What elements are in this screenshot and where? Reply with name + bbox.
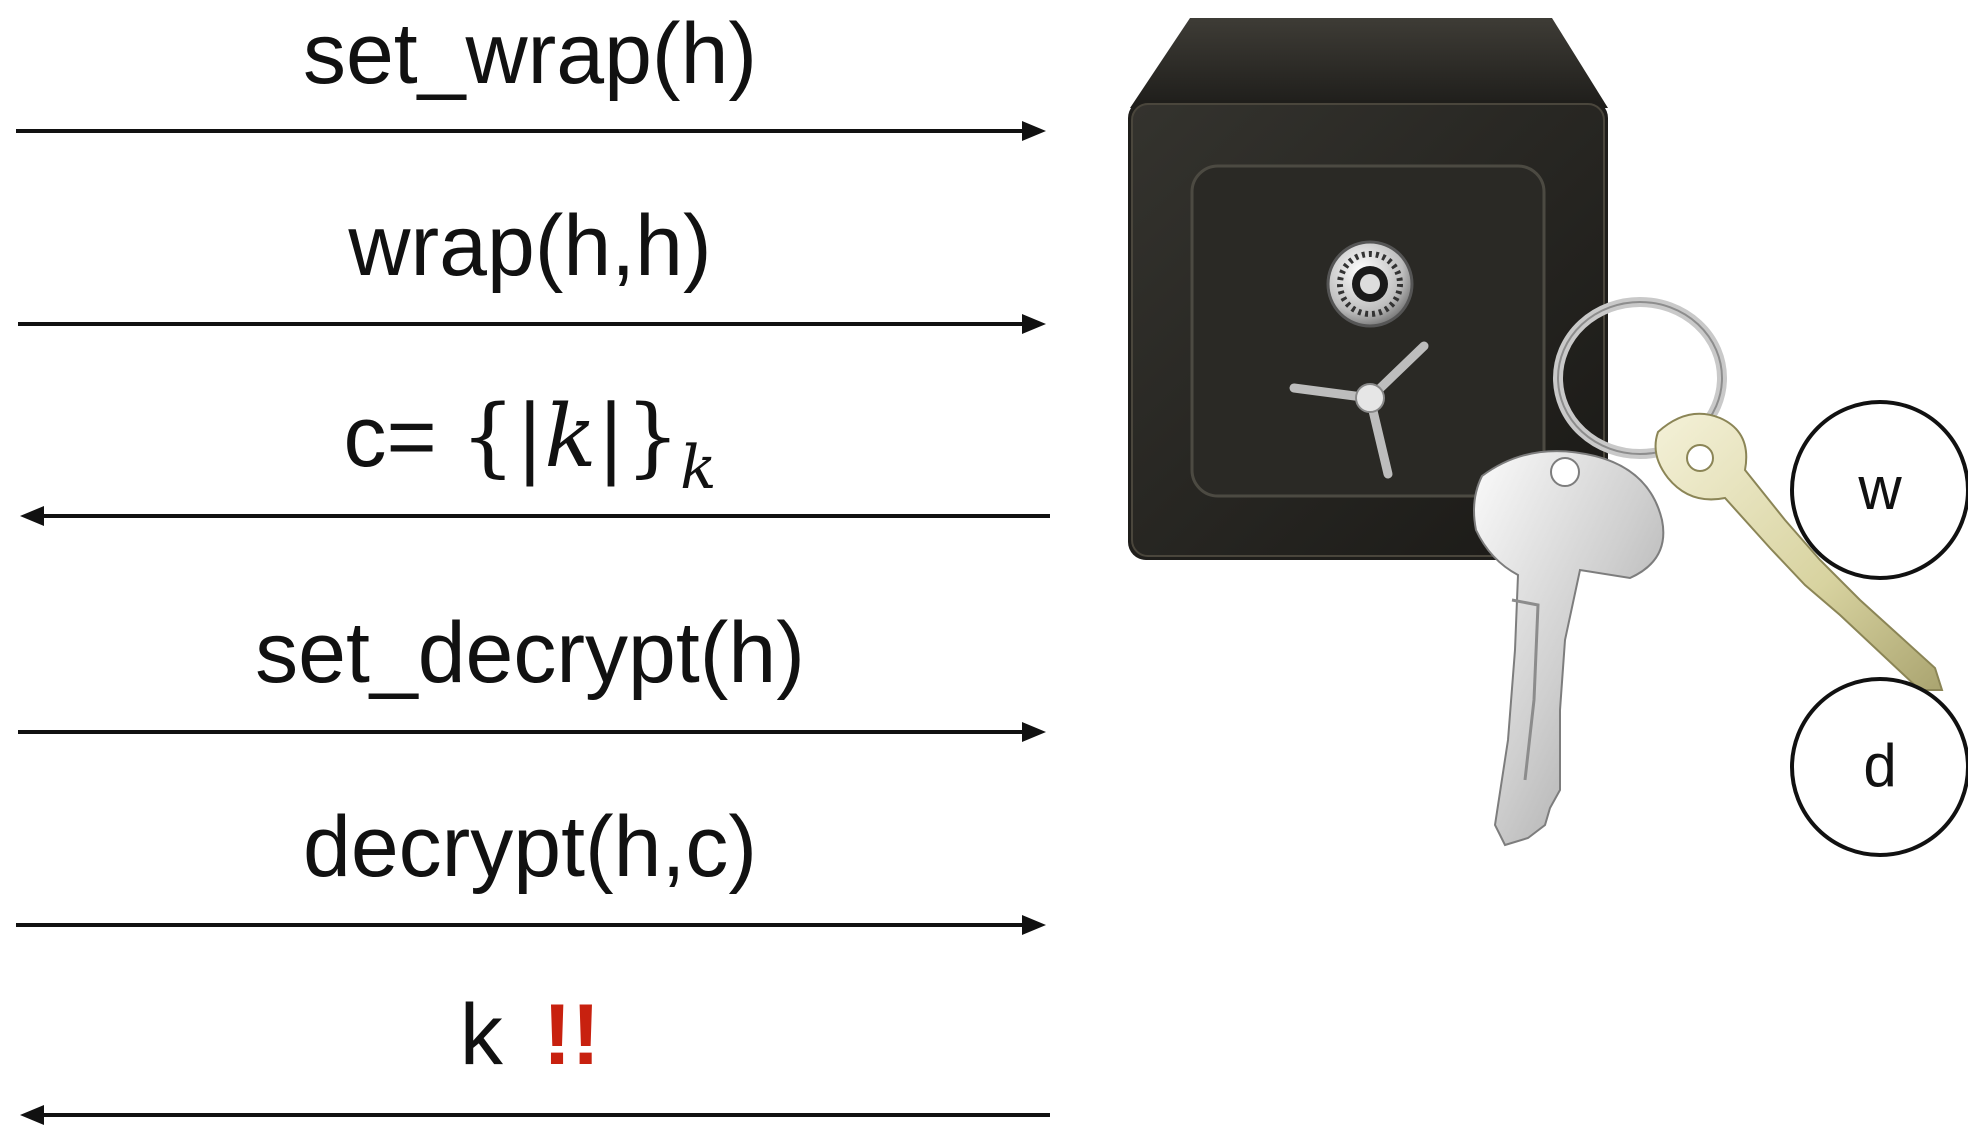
- safe-icon: [1128, 18, 1608, 560]
- attribute-circle-w: [1790, 400, 1968, 580]
- arrow-decrypt: [16, 915, 1046, 935]
- arrow-set-wrap: [16, 121, 1046, 141]
- alert-marks: !!: [542, 987, 601, 1083]
- arrow-key-return: [20, 1105, 1050, 1125]
- arrow-wrap: [18, 314, 1046, 334]
- ciphertext-formula: {|k|}k: [460, 387, 717, 503]
- attribute-d-label: d: [1863, 732, 1897, 799]
- arrow-ciphertext-return: [20, 506, 1050, 526]
- arrow-set-decrypt: [18, 722, 1046, 742]
- message-key-leak: k!!: [0, 985, 1060, 1085]
- ciphertext-prefix: c=: [343, 389, 437, 485]
- leaked-key-label: k: [459, 987, 503, 1083]
- message-set-decrypt: set_decrypt(h): [255, 605, 805, 701]
- attribute-w-label: w: [1858, 455, 1902, 522]
- message-set-wrap: set_wrap(h): [302, 6, 758, 102]
- keyring-icon: [1473, 297, 1944, 847]
- message-ciphertext: c= {|k|}k: [0, 387, 1060, 518]
- message-decrypt: decrypt(h,c): [302, 799, 758, 895]
- attribute-circle-d: [1790, 677, 1968, 857]
- message-wrap: wrap(h,h): [348, 198, 712, 294]
